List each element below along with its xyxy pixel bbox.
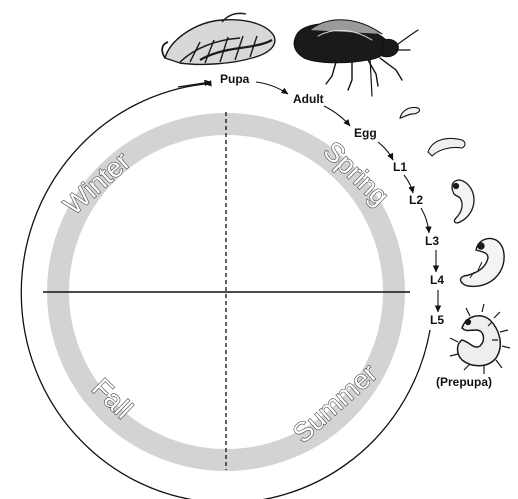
stage-adult: Adult: [293, 92, 324, 106]
prepupa-icon: [450, 304, 510, 374]
stage-pupa: Pupa: [220, 72, 250, 86]
pupa-illustration-icon: [162, 13, 275, 64]
larva-l1-icon: [428, 139, 465, 157]
stage-l5: L5: [430, 313, 444, 327]
stage-l2: L2: [409, 193, 423, 207]
larva-l2-icon: [452, 180, 474, 223]
arc-arrow-head: [178, 82, 211, 87]
stage-prepupa: (Prepupa): [436, 375, 492, 389]
adult-sawfly-icon: [294, 20, 418, 96]
stage-l1: L1: [393, 160, 407, 174]
stage-l4: L4: [430, 273, 444, 287]
season-summer: Summer: [287, 358, 383, 449]
egg-icon: [400, 107, 420, 118]
larva-l3-icon: [461, 238, 505, 286]
stage-l3: L3: [425, 234, 439, 248]
stage-egg: Egg: [354, 126, 377, 140]
